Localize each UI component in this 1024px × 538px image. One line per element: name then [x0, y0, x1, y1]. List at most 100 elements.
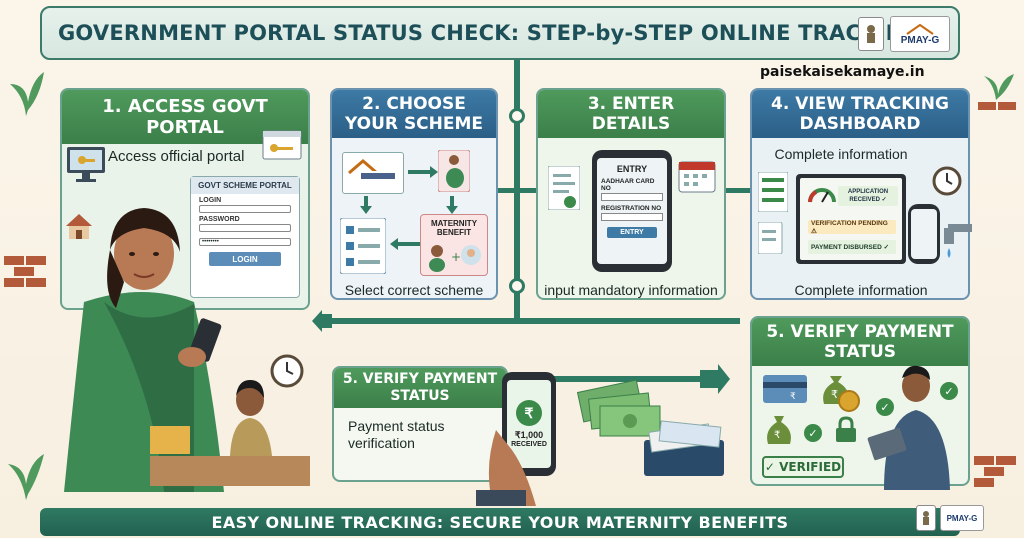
payment-phone: ₹ ₹1,000 RECEIVED: [502, 372, 556, 476]
step-4-title: 4. VIEW TRACKING DASHBOARD: [752, 90, 968, 138]
arrow-left-small-icon: [390, 238, 420, 250]
verified-badge: ✓ VERIFIED: [762, 456, 844, 478]
dashboard-screen: APPLICATION RECEIVED ✓ VERIFICATION PEND…: [800, 178, 902, 260]
clock-icon: [270, 354, 304, 388]
step-5b-title: 5. VERIFY PAYMENT STATUS: [752, 318, 968, 366]
step-3-caption: input mandatory information: [544, 282, 718, 298]
arrow-down-small-icon-2: [446, 196, 458, 214]
step-3-title: 3. ENTER DETAILS: [538, 90, 724, 138]
rupee-icon: ₹: [516, 400, 542, 426]
verification-pending-status: VERIFICATION PENDING ⚠: [808, 220, 896, 235]
step-3-title-line1: 3. ENTER: [587, 94, 675, 114]
wallet-cards-icon: [644, 420, 724, 476]
footer-banner: EASY ONLINE TRACKING: SECURE YOUR MATERN…: [40, 508, 960, 536]
site-watermark: paisekaisekamaye.in: [760, 64, 925, 80]
brick-decoration-icon: [4, 256, 46, 287]
connector-pipe-horizontal: [320, 318, 740, 324]
application-line1: APPLICATION: [847, 189, 889, 195]
entry-phone-screen: ENTRY AADHAAR CARD NO REGISTRATION NO EN…: [597, 158, 667, 264]
step-5a-title-line2: STATUS: [390, 388, 450, 404]
plant-decoration-icon: [8, 454, 44, 500]
step-5a-caption-line1: Payment status: [348, 418, 445, 434]
monitor-key-icon: [67, 147, 105, 182]
payment-amount: ₹1,000: [514, 430, 544, 440]
svg-text:₹: ₹: [831, 388, 838, 401]
step-5a-title: 5. VERIFY PAYMENT STATUS: [334, 368, 506, 408]
dashboard-phone-screen: [911, 209, 937, 259]
step-2-title-line1: 2. CHOOSE: [362, 94, 466, 114]
arrow-right-small-icon: [408, 166, 438, 178]
step-4-caption-bottom: Complete information: [794, 282, 928, 298]
svg-text:₹: ₹: [790, 392, 796, 402]
aadhaar-input[interactable]: [601, 193, 663, 201]
login-input[interactable]: [199, 205, 291, 213]
pmay-scheme-icon: [348, 159, 397, 181]
money-bag-icon-2: ₹: [767, 416, 791, 444]
office-worker-illustration: [150, 380, 310, 486]
login-button[interactable]: LOGIN: [209, 252, 281, 266]
document-pen-icon: [758, 222, 783, 254]
footer-pmay-text: PMAY-G: [946, 513, 978, 523]
portal-form-title: GOVT SCHEME PORTAL: [191, 177, 299, 194]
document-check-icon: [548, 166, 580, 210]
pmay-scheme-option[interactable]: [342, 152, 404, 194]
footer-pmay-logo: PMAY-G: [940, 505, 984, 531]
connector-pipe-2-3: [498, 188, 536, 193]
clock-icon-2: [932, 166, 962, 196]
mother-baby-icon: +: [429, 245, 481, 272]
check-icon-1: ✓: [876, 398, 894, 416]
step-2-title-line2: YOUR SCHEME: [344, 114, 484, 134]
footer-title: EASY ONLINE TRACKING: SECURE YOUR MATERN…: [211, 512, 789, 532]
pmay-logo: PMAY-G: [890, 16, 950, 52]
password-value-input[interactable]: ••••••••: [199, 238, 291, 246]
password-label: PASSWORD: [199, 216, 240, 223]
svg-text:₹: ₹: [774, 430, 780, 441]
registration-input[interactable]: [601, 213, 663, 221]
svg-text:+: +: [451, 250, 461, 264]
arrow-down-small-icon: [360, 196, 372, 214]
tracking-dashboard-laptop: APPLICATION RECEIVED ✓ VERIFICATION PEND…: [796, 174, 906, 264]
entry-button[interactable]: ENTRY: [607, 227, 657, 238]
pipe-joint-top: [509, 108, 525, 124]
maternity-benefit-option[interactable]: MATERNITY BENEFIT +: [420, 214, 488, 276]
water-tap-icon: [944, 224, 972, 258]
maternity-benefit-label: MATERNITY BENEFIT: [421, 215, 487, 237]
step-4-title-line2: DASHBOARD: [799, 114, 921, 134]
house-icon: [66, 214, 92, 239]
step-4-caption-top: Complete information: [774, 146, 908, 162]
footer-logos: PMAY-G: [916, 505, 984, 531]
entry-form-title: ENTRY: [616, 164, 648, 174]
browser-key-icon: [262, 130, 302, 160]
maternity-line1: MATERNITY: [430, 219, 478, 228]
step-4-title-line1: 4. VIEW TRACKING: [771, 94, 949, 114]
portal-login-form: GOVT SCHEME PORTAL LOGIN PASSWORD ••••••…: [190, 176, 300, 298]
checklist-icon: [340, 218, 386, 274]
check-icon-3: ✓: [804, 424, 822, 442]
leaf-decoration-icon: [10, 72, 44, 116]
connector-pipe-5: [508, 376, 708, 382]
header-title: GOVERNMENT PORTAL STATUS CHECK: STEP-by-…: [58, 21, 921, 45]
step-5-payment-card: 5. VERIFY PAYMENT STATUS Payment status …: [332, 366, 508, 482]
gauge-icon: [808, 188, 836, 203]
calendar-icon: [678, 161, 716, 193]
login-label: LOGIN: [199, 197, 222, 204]
header-banner: GOVERNMENT PORTAL STATUS CHECK: STEP-by-…: [40, 6, 960, 60]
arrow-left-icon: [312, 310, 332, 332]
officer-illustration: [867, 365, 950, 490]
footer-emblem-icon: [916, 505, 936, 531]
dashboard-phone: [908, 204, 940, 264]
entry-phone: ENTRY AADHAAR CARD NO REGISTRATION NO EN…: [592, 150, 672, 272]
payment-disbursed-status: PAYMENT DISBURSED ✓: [808, 240, 896, 254]
step-5b-title-line2: STATUS: [823, 342, 896, 362]
step-2-caption: Select correct scheme: [344, 282, 484, 298]
hand-icon: [476, 430, 536, 506]
govt-emblem-icon: [858, 17, 884, 51]
step-5a-caption: Payment status verification: [334, 408, 506, 452]
password-input[interactable]: [199, 224, 291, 232]
header-logos: PMAY-G: [858, 16, 950, 52]
aadhaar-label: AADHAAR CARD NO: [601, 178, 655, 192]
arrow-right-icon: [700, 364, 730, 394]
payment-received-label: RECEIVED: [511, 441, 547, 448]
step-1-title: 1. ACCESS GOVT PORTAL: [62, 90, 308, 144]
registration-label: REGISTRATION NO: [601, 205, 662, 212]
